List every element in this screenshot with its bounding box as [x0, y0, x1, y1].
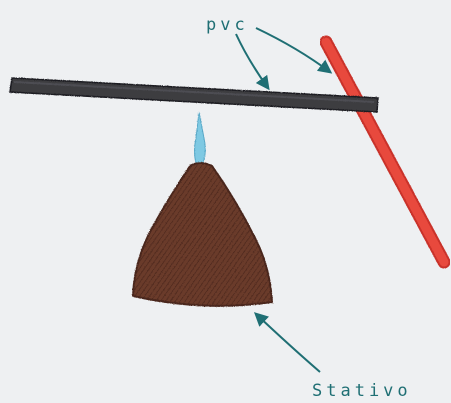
flame-icon	[195, 112, 206, 165]
stativo-arrow	[256, 314, 320, 372]
arrow-to-red-rod	[256, 28, 330, 72]
stativo-label: Stativo	[312, 381, 412, 401]
black-pvc-rod	[10, 78, 378, 112]
red-pvc-rod	[326, 42, 444, 262]
stand-shape	[133, 163, 272, 306]
arrow-to-black-rod	[236, 34, 268, 88]
pvc-arrows	[236, 28, 330, 88]
pvc-label: pvc	[206, 15, 249, 35]
